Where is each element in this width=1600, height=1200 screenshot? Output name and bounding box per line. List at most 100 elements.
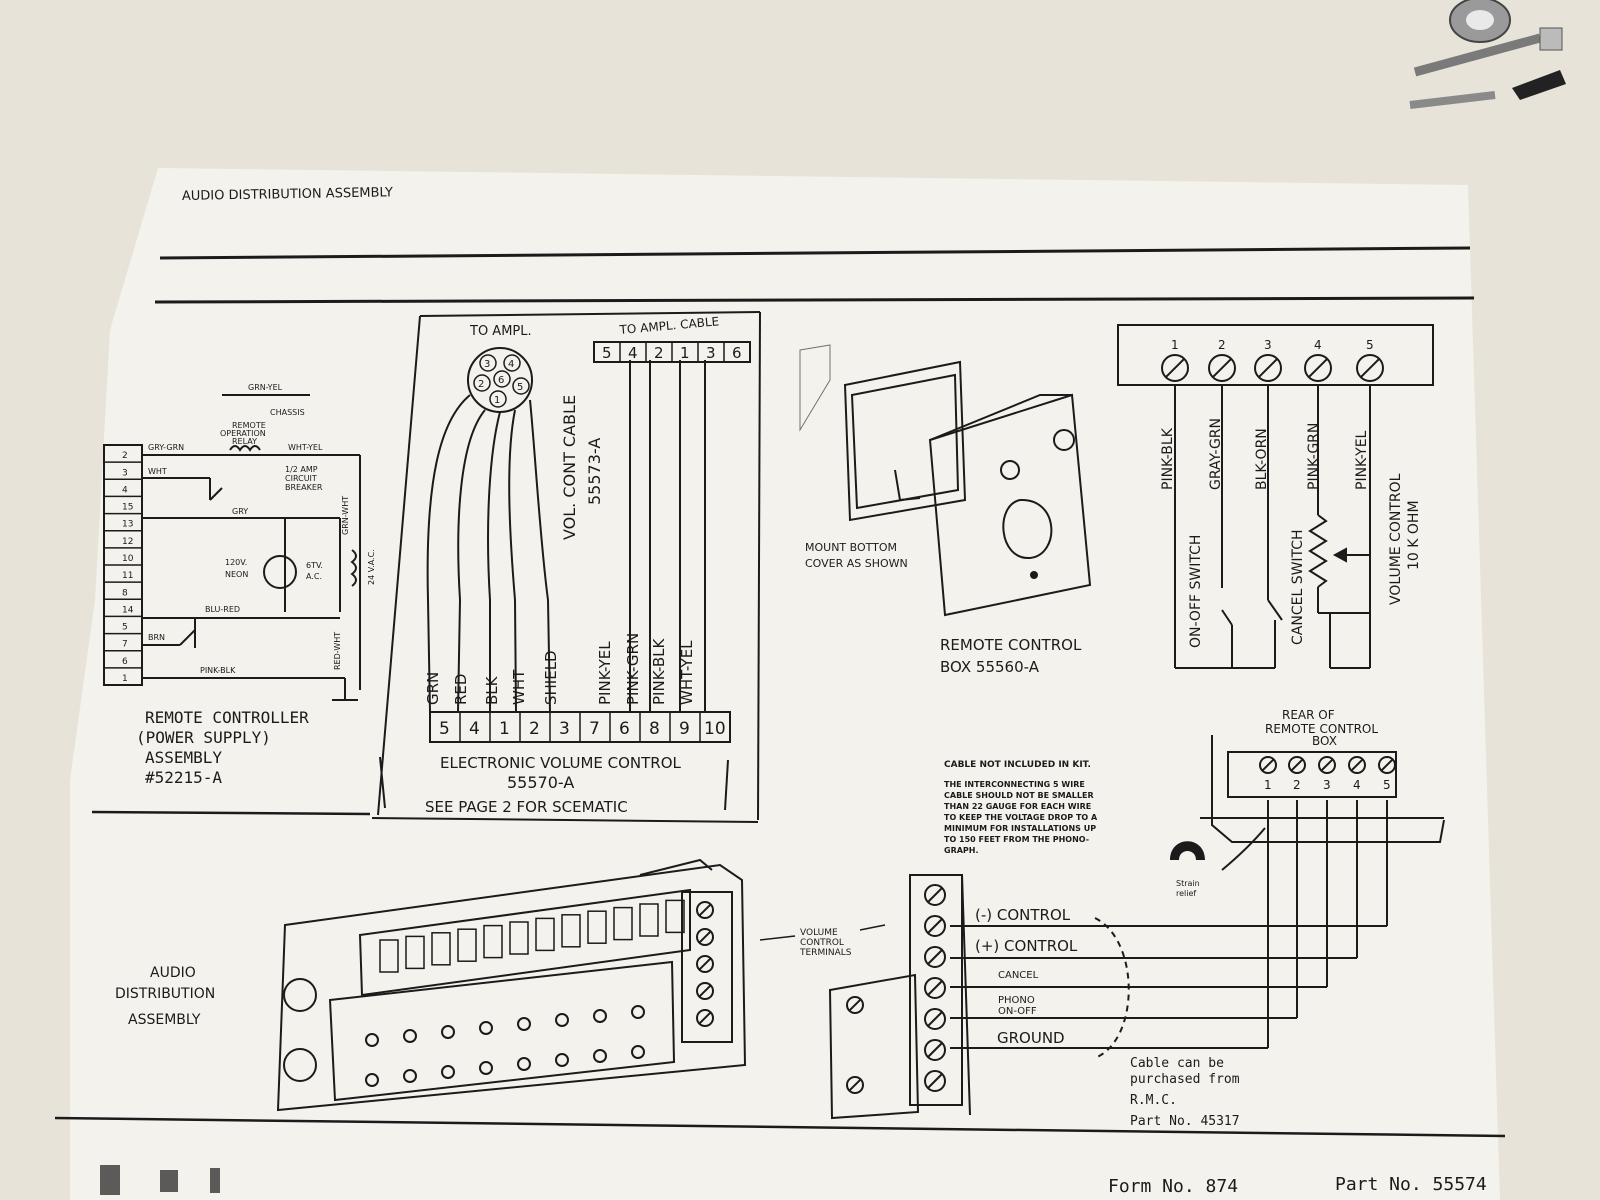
ps-terminal: 10 — [122, 554, 134, 564]
on-off-switch-label: ON-OFF SWITCH — [1188, 535, 1204, 648]
rear-title-3: BOX — [1312, 734, 1337, 748]
cable-terminal-label: 2 — [654, 344, 664, 362]
ad-caption-1: AUDIO — [150, 965, 196, 981]
block-terminal-label: 4 — [469, 719, 480, 739]
label-brn: BRN — [148, 633, 165, 642]
ps-terminal: 13 — [122, 520, 133, 530]
cable-note-line-6: TO 150 FEET FROM THE PHONO- — [944, 835, 1089, 844]
switch-terminal-screw — [1304, 354, 1332, 382]
strip-screw — [924, 1008, 946, 1030]
rear-terminal-number: 4 — [1353, 778, 1361, 792]
power-supply-caption: REMOTE CONTROLLER (POWER SUPPLY) ASSEMBL… — [136, 708, 309, 787]
panel-screw — [846, 996, 864, 1014]
label-6tv: 6TV. — [306, 561, 323, 570]
strip-ground: GROUND — [997, 1029, 1065, 1047]
header-rule-1 — [159, 246, 1471, 260]
block-terminal-label: 6 — [619, 719, 630, 739]
block-terminal-label: 2 — [529, 719, 540, 739]
rear-terminal-screw — [1348, 756, 1366, 774]
dist-jack — [587, 910, 607, 944]
dist-terminal — [479, 1021, 493, 1035]
label-pink-blk: PINK-BLK — [200, 666, 236, 675]
strain-relief-icon: Strain relief — [1170, 841, 1205, 898]
switch-terminal-screw — [1254, 354, 1282, 382]
connector-pin-label: 3 — [484, 359, 490, 370]
purchase-2: purchased from — [1130, 1072, 1240, 1087]
rear-terminal-screw — [1259, 756, 1277, 774]
ps-caption-3: ASSEMBLY — [145, 748, 222, 767]
ink-smudge — [100, 1165, 220, 1195]
vc-terminals-3: TERMINALS — [799, 948, 852, 958]
dist-terminal — [365, 1073, 379, 1087]
vc-terminal-screw — [696, 901, 714, 919]
screws-photo — [1409, 0, 1566, 109]
vc-caption-1: ELECTRONIC VOLUME CONTROL — [440, 754, 682, 772]
purchase-3: R.M.C. — [1130, 1093, 1177, 1108]
vc-terminal-screw — [696, 1009, 714, 1027]
dist-terminal — [441, 1065, 455, 1079]
dist-terminal — [631, 1005, 645, 1019]
rear-title-2: REMOTE CONTROL — [1265, 722, 1378, 736]
interconnect-wires — [950, 800, 1388, 1059]
connector-pin-label: 6 — [498, 375, 504, 386]
terminal-strip-labels: (-) CONTROL (+) CONTROL CANCEL PHONO ON-… — [975, 906, 1078, 1047]
dist-terminal — [441, 1025, 455, 1039]
cable-terminal-label: 6 — [732, 344, 742, 362]
switch-wire-label: BLK-ORN — [1254, 428, 1270, 490]
ps-terminal: 7 — [122, 640, 128, 650]
header-title: AUDIO DISTRIBUTION ASSEMBLY — [182, 185, 393, 204]
connector-pin-label: 1 — [494, 395, 500, 406]
dist-terminal — [403, 1029, 417, 1043]
remote-box-illustration — [799, 344, 1092, 617]
form-number: Form No. 874 — [1108, 1176, 1238, 1197]
vol-cable-label-1: VOL. CONT CABLE — [560, 395, 579, 540]
terminal-strip-screws — [846, 884, 946, 1094]
dist-terminal — [517, 1017, 531, 1031]
dist-terminal — [555, 1053, 569, 1067]
switch-wire-label: PINK-BLK — [1160, 427, 1176, 490]
dist-terminal — [593, 1049, 607, 1063]
label-gry-grn: GRY-GRN — [148, 443, 184, 452]
strip-plus-control: (+) CONTROL — [975, 937, 1078, 955]
purchase-4: Part No. 45317 — [1130, 1114, 1240, 1129]
connector-pin — [512, 377, 530, 395]
ps-terminal: 6 — [122, 657, 128, 667]
cable-note-line-7: GRAPH. — [944, 846, 979, 855]
dist-jack — [379, 939, 399, 973]
switch-wire-label: PINK-YEL — [1354, 430, 1370, 490]
switch-terminal-number: 3 — [1264, 338, 1272, 352]
dist-terminal — [631, 1045, 645, 1059]
block-terminal-label: 7 — [589, 719, 600, 739]
switch-terminal-screw — [1356, 354, 1384, 382]
label-breaker-1: 1/2 AMP — [285, 465, 318, 474]
cable-terminal-label: 5 — [602, 344, 612, 362]
vc-terminal-screw — [696, 982, 714, 1000]
cable-note: CABLE NOT INCLUDED IN KIT. THE INTERCONN… — [944, 760, 1098, 855]
rear-terminal-screw — [1288, 756, 1306, 774]
ps-caption-1: REMOTE CONTROLLER — [145, 708, 309, 727]
strip-screw — [924, 977, 946, 999]
dist-jack — [483, 924, 503, 959]
rear-terminal-number: 1 — [1264, 778, 1272, 792]
ad-caption-2: DISTRIBUTION — [115, 986, 215, 1002]
strip-phono: PHONO — [998, 995, 1035, 1006]
dist-jack — [509, 921, 529, 955]
purchase-note: Cable can be purchased from R.M.C. Part … — [1130, 1056, 1240, 1129]
ad-caption-3: ASSEMBLY — [128, 1012, 201, 1028]
label-24vac: 24 V.A.C. — [367, 549, 376, 585]
ten-k-ohm-label: 10 K OHM — [1406, 500, 1422, 570]
terminal-strip-panel — [828, 874, 971, 1120]
bottom-rule — [54, 1116, 1506, 1138]
block-terminal-label: 3 — [559, 719, 570, 739]
switch-terminal-screw — [1208, 354, 1236, 382]
cable-note-line-3: THAN 22 GAUGE FOR EACH WIRE — [944, 802, 1091, 811]
dist-terminal — [403, 1069, 417, 1083]
remote-box-caption-1: REMOTE CONTROL — [940, 636, 1082, 654]
cable-terminal-label: 3 — [706, 344, 716, 362]
block-terminal-label: 5 — [439, 719, 450, 739]
label-red-wht: RED-WHT — [333, 632, 342, 670]
